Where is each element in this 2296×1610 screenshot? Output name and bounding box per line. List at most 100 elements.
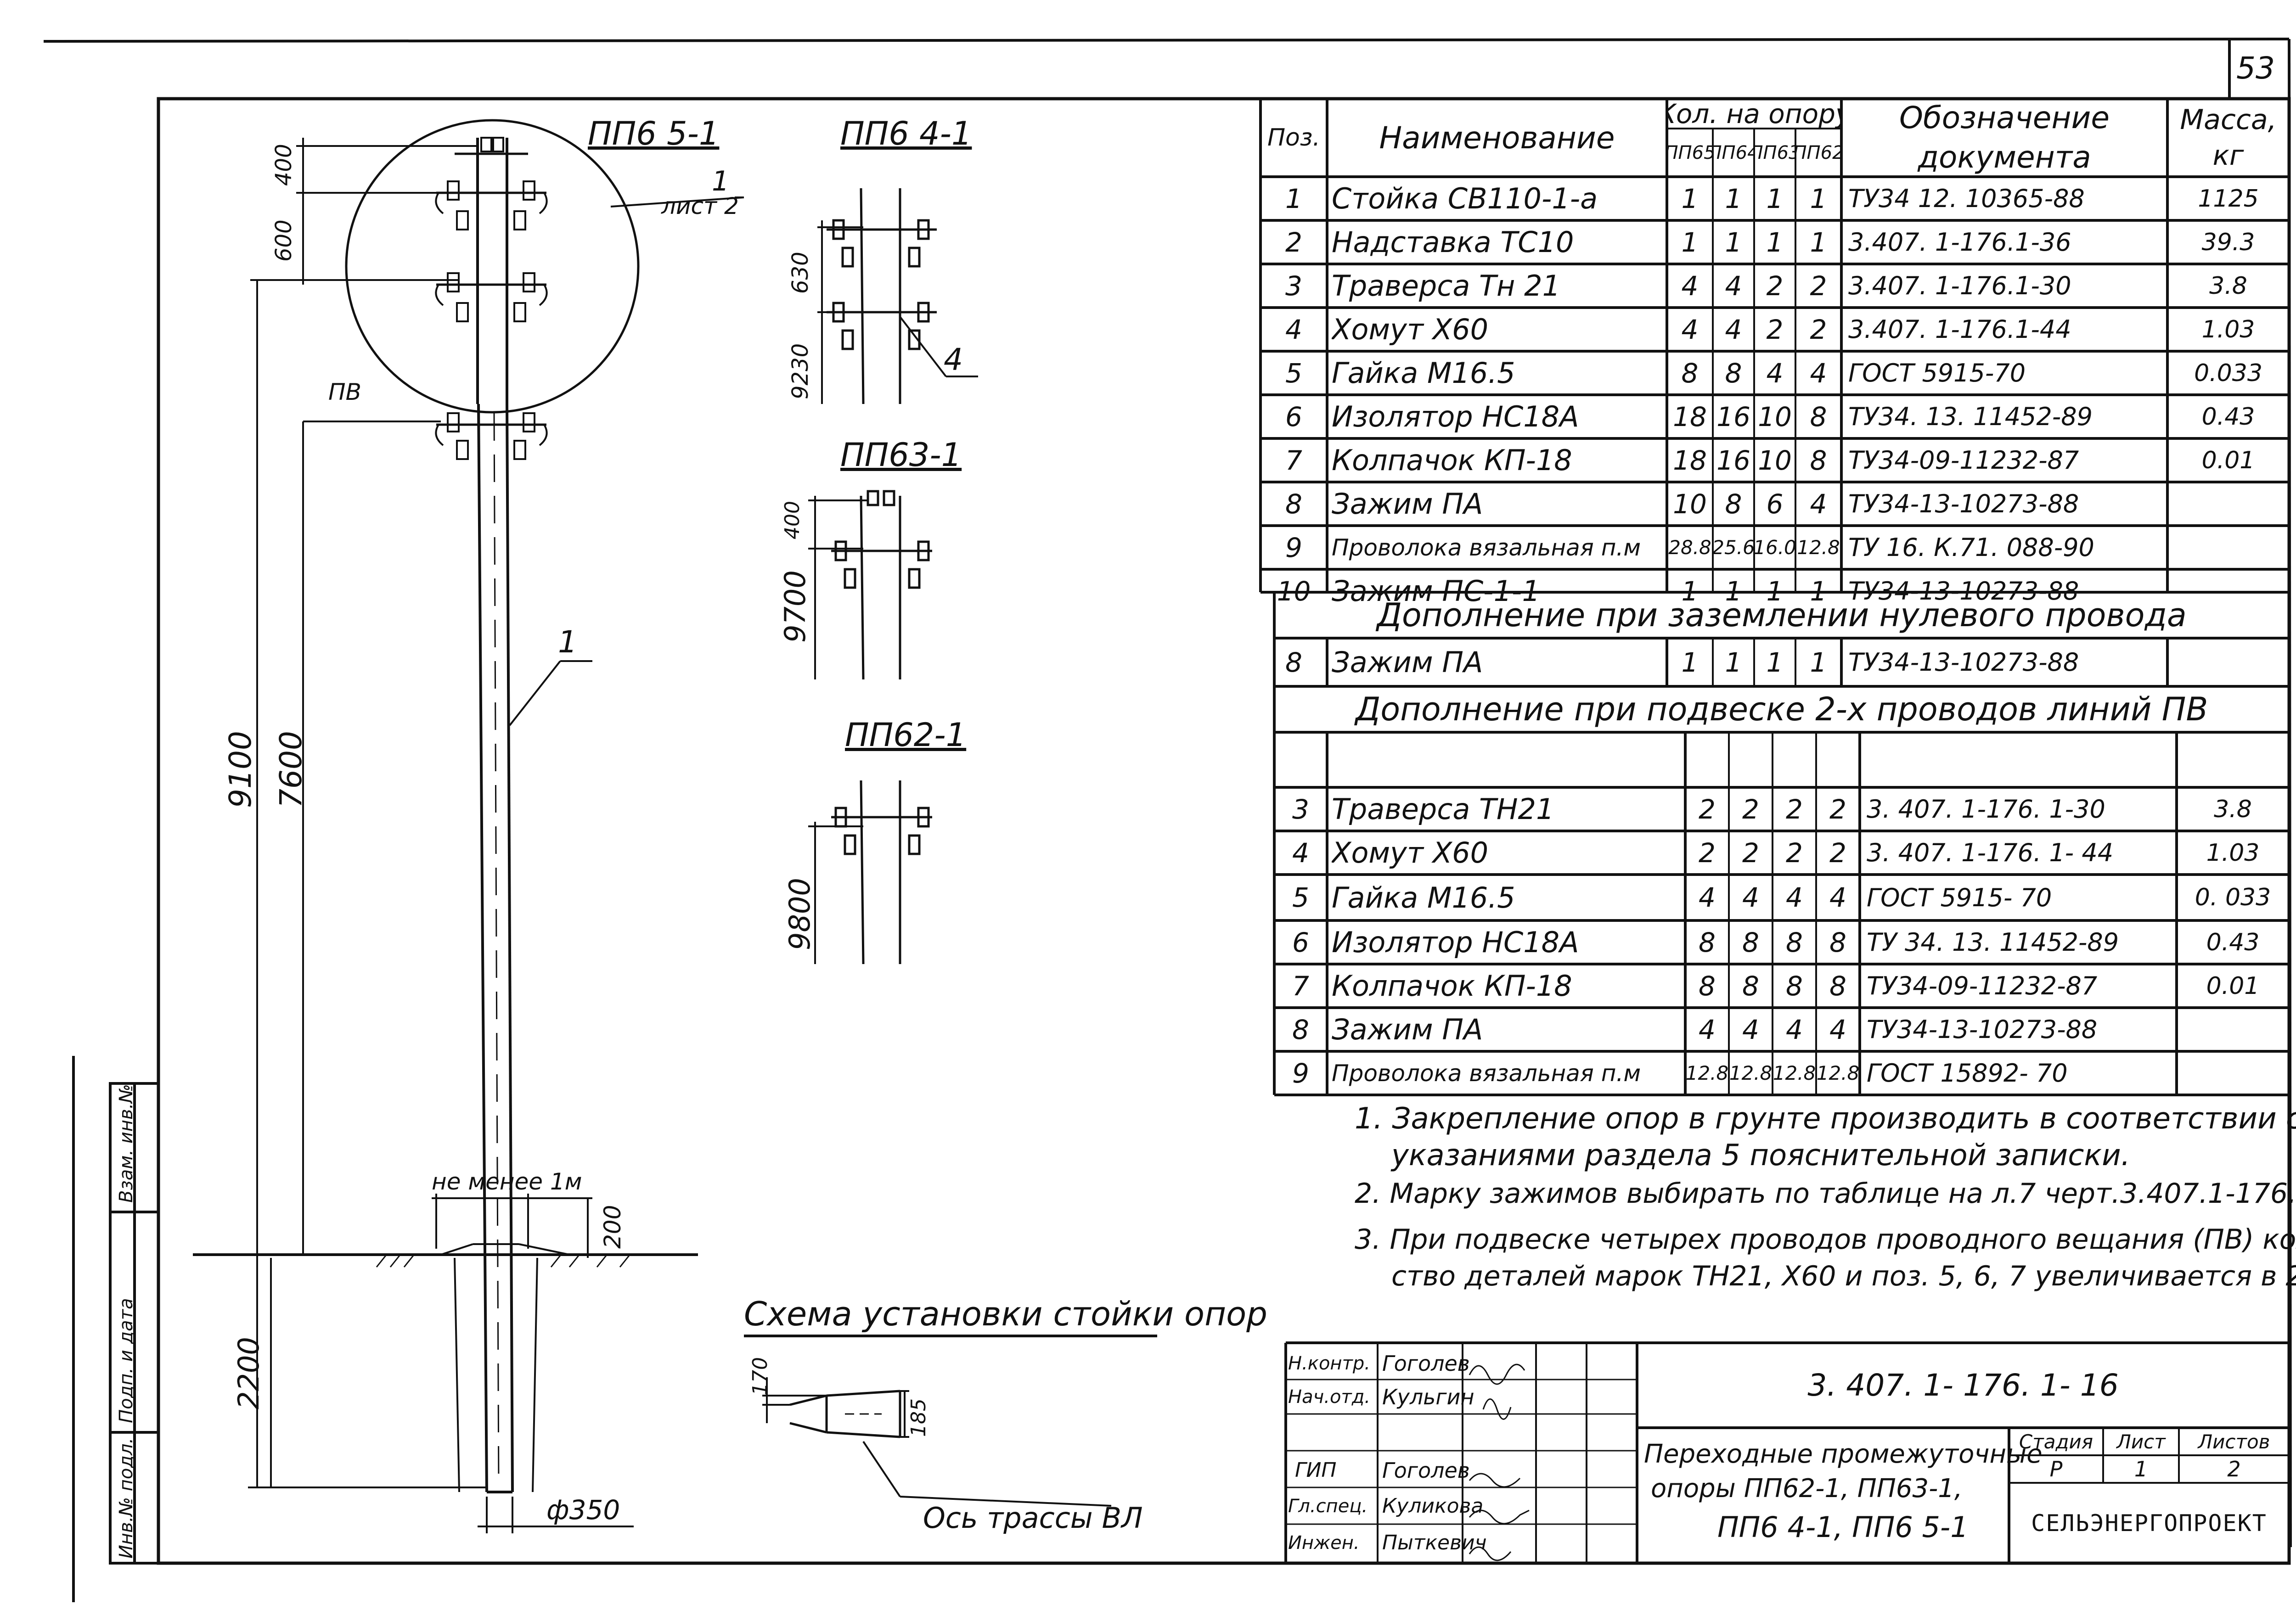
- row-mass: 3.8: [2209, 272, 2247, 300]
- row-qty-1: 8: [1699, 926, 1716, 958]
- row-qty-3: 1: [1766, 226, 1784, 258]
- row-qty-1: 18: [1673, 401, 1707, 432]
- tb-stage-label: Стадия: [2019, 1430, 2093, 1453]
- header-doc: Обозначение документа: [1899, 100, 2110, 175]
- row-pos: 4: [1285, 314, 1302, 345]
- row-doc: ТУ34-09-11232-87: [1867, 971, 2098, 1000]
- row-doc: ТУ34 12. 10365-88: [1848, 184, 2085, 213]
- detail-pp63-title: ПП63-1: [840, 436, 962, 474]
- row-mass: 0. 033: [2195, 884, 2271, 911]
- row-name: Гайка М16.5: [1332, 881, 1515, 914]
- tb-name-1: Гоголев: [1382, 1351, 1470, 1376]
- row-qty-3: 10: [1758, 444, 1792, 476]
- tb-name-4: Гоголев: [1382, 1458, 1470, 1483]
- row-doc: ТУ 16. К.71. 088-90: [1848, 533, 2094, 562]
- row-qty-4: 4: [1810, 357, 1827, 389]
- row-qty-2: 4: [1742, 882, 1759, 913]
- row-name: Стойка СВ110-1-а: [1332, 182, 1598, 215]
- row-doc: ТУ34-13-10273-88: [1848, 577, 2079, 606]
- row-qty-2: 1: [1725, 183, 1742, 214]
- header-pos: Поз.: [1267, 124, 1321, 151]
- row-doc: 3.407. 1-176.1-30: [1848, 271, 2071, 300]
- detail-pp63-dim-9700: 9700: [778, 570, 812, 643]
- row-qty-4: 12.8: [1816, 1062, 1860, 1084]
- row-qty-4: 4: [1829, 882, 1846, 913]
- tb-name-5: Куликова: [1382, 1494, 1484, 1518]
- row-qty-1: 1: [1681, 226, 1699, 258]
- row-pos: 9: [1285, 532, 1302, 563]
- row-qty-4: 12.8: [1797, 536, 1840, 559]
- row-name: Надставка ТС10: [1332, 225, 1574, 259]
- row-qty-2: 4: [1725, 314, 1742, 345]
- not-less-label: не менее 1м: [432, 1168, 582, 1195]
- row-qty-2: 4: [1742, 1014, 1759, 1045]
- header-qty-pp63: ПП63: [1754, 142, 1795, 163]
- row-qty-1: 18: [1673, 444, 1707, 476]
- installation-scheme: [744, 1335, 1157, 1507]
- row-pos: 9: [1292, 1057, 1309, 1089]
- row-qty-2: 8: [1742, 970, 1759, 1002]
- tb-role-5: Гл.спец.: [1288, 1495, 1368, 1517]
- row-qty-3: 8: [1786, 926, 1803, 958]
- row-qty-1: 4: [1699, 1014, 1716, 1045]
- section2-title: Дополнение при подвеске 2-х проводов лин…: [1355, 690, 2208, 728]
- scheme-axis-label: Ось трассы ВЛ: [923, 1501, 1143, 1535]
- row-doc: ГОСТ 5915- 70: [1867, 883, 2052, 912]
- row-name: Проволока вязальная п.м: [1332, 1060, 1641, 1087]
- dim-600: 600: [271, 219, 297, 262]
- row-pos: 6: [1292, 926, 1309, 958]
- row-pos: 5: [1285, 357, 1302, 389]
- row-qty-4: 2: [1829, 793, 1846, 825]
- tb-role-2: Нач.отд.: [1288, 1386, 1371, 1408]
- dim-200: 200: [599, 1205, 626, 1249]
- row-qty-4: 1: [1810, 226, 1827, 258]
- row-qty-2: 1: [1725, 646, 1742, 678]
- detail-pp64-dim-630: 630: [788, 252, 813, 294]
- row-mass: [2167, 526, 2289, 569]
- row-qty-3: 2: [1766, 314, 1784, 345]
- tb-title-line-1: Переходные промежуточные: [1644, 1439, 2043, 1469]
- row-qty-1: 1: [1681, 575, 1699, 607]
- scheme-dim-185: 185: [907, 1398, 930, 1437]
- row-qty-1: 8: [1699, 970, 1716, 1002]
- detail-pp64-title: ПП6 4-1: [840, 115, 972, 152]
- tb-stage: Р: [2049, 1457, 2063, 1481]
- row-qty-1: 28.8: [1668, 536, 1711, 559]
- dim-2200: 2200: [232, 1337, 265, 1409]
- row-name: Зажим ПС-1-1: [1332, 574, 1540, 608]
- row-qty-1: 4: [1681, 314, 1699, 345]
- tb-document-code: 3. 407. 1- 176. 1- 16: [1807, 1368, 2119, 1403]
- row-doc: 3.407. 1-176.1-44: [1848, 315, 2071, 344]
- detail-pp64-dim-9230: 9230: [788, 343, 813, 399]
- label-pv: ПВ: [328, 379, 361, 405]
- row-qty-4: 2: [1810, 270, 1827, 302]
- row-qty-2: 2: [1742, 837, 1759, 869]
- detail-pp63-dim-400: 400: [781, 501, 804, 539]
- header-qty-pp65: ПП65: [1667, 142, 1713, 163]
- row-name: Хомут Х60: [1332, 313, 1489, 346]
- row-qty-2: 8: [1742, 926, 1759, 958]
- dim-9100: 9100: [223, 731, 258, 808]
- dim-diameter: ф350: [546, 1494, 620, 1526]
- row-qty-1: 12.8: [1685, 1062, 1729, 1084]
- row-pos: 3: [1285, 270, 1302, 302]
- detail-pp62-dim-9800: 9800: [783, 878, 816, 950]
- row-name: Траверса Тн 21: [1332, 269, 1561, 303]
- row-qty-4: 4: [1810, 488, 1827, 520]
- row-qty-3: 8: [1786, 970, 1803, 1002]
- frame-top: [43, 38, 2290, 43]
- stamp-vzam-inv: Взам. инв.№: [116, 1084, 137, 1203]
- tb-sheet: 1: [2134, 1457, 2148, 1481]
- callout-number: 1: [712, 165, 730, 197]
- row-qty-2: 8: [1725, 357, 1742, 389]
- detail-pp64: [817, 188, 978, 404]
- detail-pp62: [808, 780, 932, 965]
- row-qty-1: 2: [1699, 793, 1716, 825]
- row-doc: ТУ34-09-11232-87: [1848, 446, 2079, 475]
- row-pos: 8: [1285, 646, 1302, 678]
- row-name: Колпачок КП-18: [1332, 969, 1572, 1003]
- row-doc: ГОСТ 5915-70: [1848, 359, 2026, 387]
- row-name: Гайка М16.5: [1332, 356, 1515, 390]
- row-qty-2: 25.6: [1713, 536, 1754, 559]
